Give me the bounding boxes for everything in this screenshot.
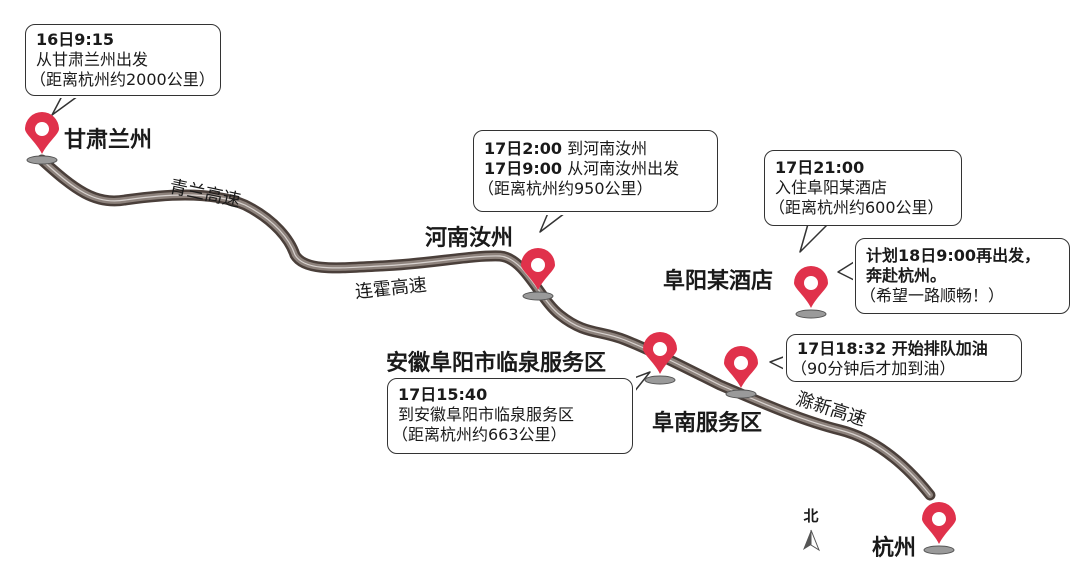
route-line bbox=[36, 154, 936, 501]
lanzhou-callout-event: 从甘肃兰州出发 bbox=[36, 50, 149, 69]
lanzhou-callout-distance: （距离杭州约2000公里） bbox=[30, 70, 215, 89]
service-area-callout: 17日15:40 到安徽阜阳市临泉服务区 （距离杭州约663公里） bbox=[387, 378, 633, 454]
plan-callout-line2: 奔赴杭州。 bbox=[866, 266, 947, 285]
funan-callout-pointer bbox=[769, 355, 787, 371]
ruzhou-callout-arrive: 17日2:00 到河南汝州 bbox=[484, 139, 707, 159]
plan-callout-line1: 计划18日9:00再出发， bbox=[866, 246, 1041, 265]
place-label-ruzhou: 河南汝州 bbox=[425, 226, 514, 251]
ruzhou-callout-pointer bbox=[539, 212, 566, 233]
plan-callout-pointer bbox=[837, 261, 855, 281]
place-label-lanzhou: 甘肃兰州 bbox=[64, 128, 153, 153]
funan-callout-note: （90分钟后才加到油） bbox=[791, 359, 956, 378]
ruzhou-callout-depart: 17日9:00 从河南汝州出发 bbox=[484, 159, 707, 179]
ruzhou-depart-time: 17日9:00 bbox=[484, 159, 563, 178]
hotel-callout-event: 入住阜阳某酒店 bbox=[775, 178, 888, 197]
ruzhou-arrive-time: 17日2:00 bbox=[484, 139, 563, 158]
place-label-hotel: 阜阳某酒店 bbox=[663, 269, 774, 294]
north-arrow-icon bbox=[803, 529, 821, 552]
lanzhou-callout-pointer bbox=[51, 95, 79, 116]
service-area-callout-pointer bbox=[633, 371, 651, 393]
plan-callout: 计划18日9:00再出发， 奔赴杭州。 （希望一路顺畅！） bbox=[855, 238, 1070, 314]
ruzhou-depart-text: 从河南汝州出发 bbox=[562, 159, 680, 178]
pin-hangzhou-icon bbox=[922, 502, 956, 555]
place-label-service-area: 安徽阜阳市临泉服务区 bbox=[386, 351, 607, 376]
ruzhou-callout: 17日2:00 到河南汝州 17日9:00 从河南汝州出发 （距离杭州约950公… bbox=[473, 130, 718, 212]
lanzhou-callout: 16日9:15 从甘肃兰州出发 （距离杭州约2000公里） bbox=[25, 24, 221, 96]
ruzhou-callout-distance: （距离杭州约950公里） bbox=[478, 179, 653, 198]
pin-funan-icon bbox=[724, 346, 758, 399]
service-area-callout-time: 17日15:40 bbox=[398, 385, 488, 404]
north-label: 北 bbox=[803, 507, 819, 525]
ruzhou-arrive-text: 到河南汝州 bbox=[562, 139, 648, 158]
pin-lanzhou-icon bbox=[25, 112, 59, 165]
funan-callout-time: 17日18:32 开始排队加油 bbox=[797, 339, 988, 358]
hotel-callout-time: 17日21:00 bbox=[775, 158, 865, 177]
pin-ruzhou-icon bbox=[521, 248, 555, 301]
place-label-hangzhou: 杭州 bbox=[872, 536, 917, 561]
funan-callout: 17日18:32 开始排队加油 （90分钟后才加到油） bbox=[786, 334, 1022, 382]
service-area-callout-event: 到安徽阜阳市临泉服务区 bbox=[398, 405, 575, 424]
pin-hotel-icon bbox=[794, 266, 828, 319]
hotel-callout-pointer bbox=[799, 223, 829, 253]
place-label-funan: 阜南服务区 bbox=[652, 411, 763, 436]
lanzhou-callout-time: 16日9:15 bbox=[36, 30, 115, 49]
service-area-callout-distance: （距离杭州约663公里） bbox=[392, 425, 567, 444]
hotel-callout-distance: （距离杭州约600公里） bbox=[769, 198, 944, 217]
plan-callout-line3: （希望一路顺畅！） bbox=[860, 286, 1005, 305]
pin-service-area-icon bbox=[643, 332, 677, 385]
hotel-callout: 17日21:00 入住阜阳某酒店 （距离杭州约600公里） bbox=[764, 150, 962, 226]
